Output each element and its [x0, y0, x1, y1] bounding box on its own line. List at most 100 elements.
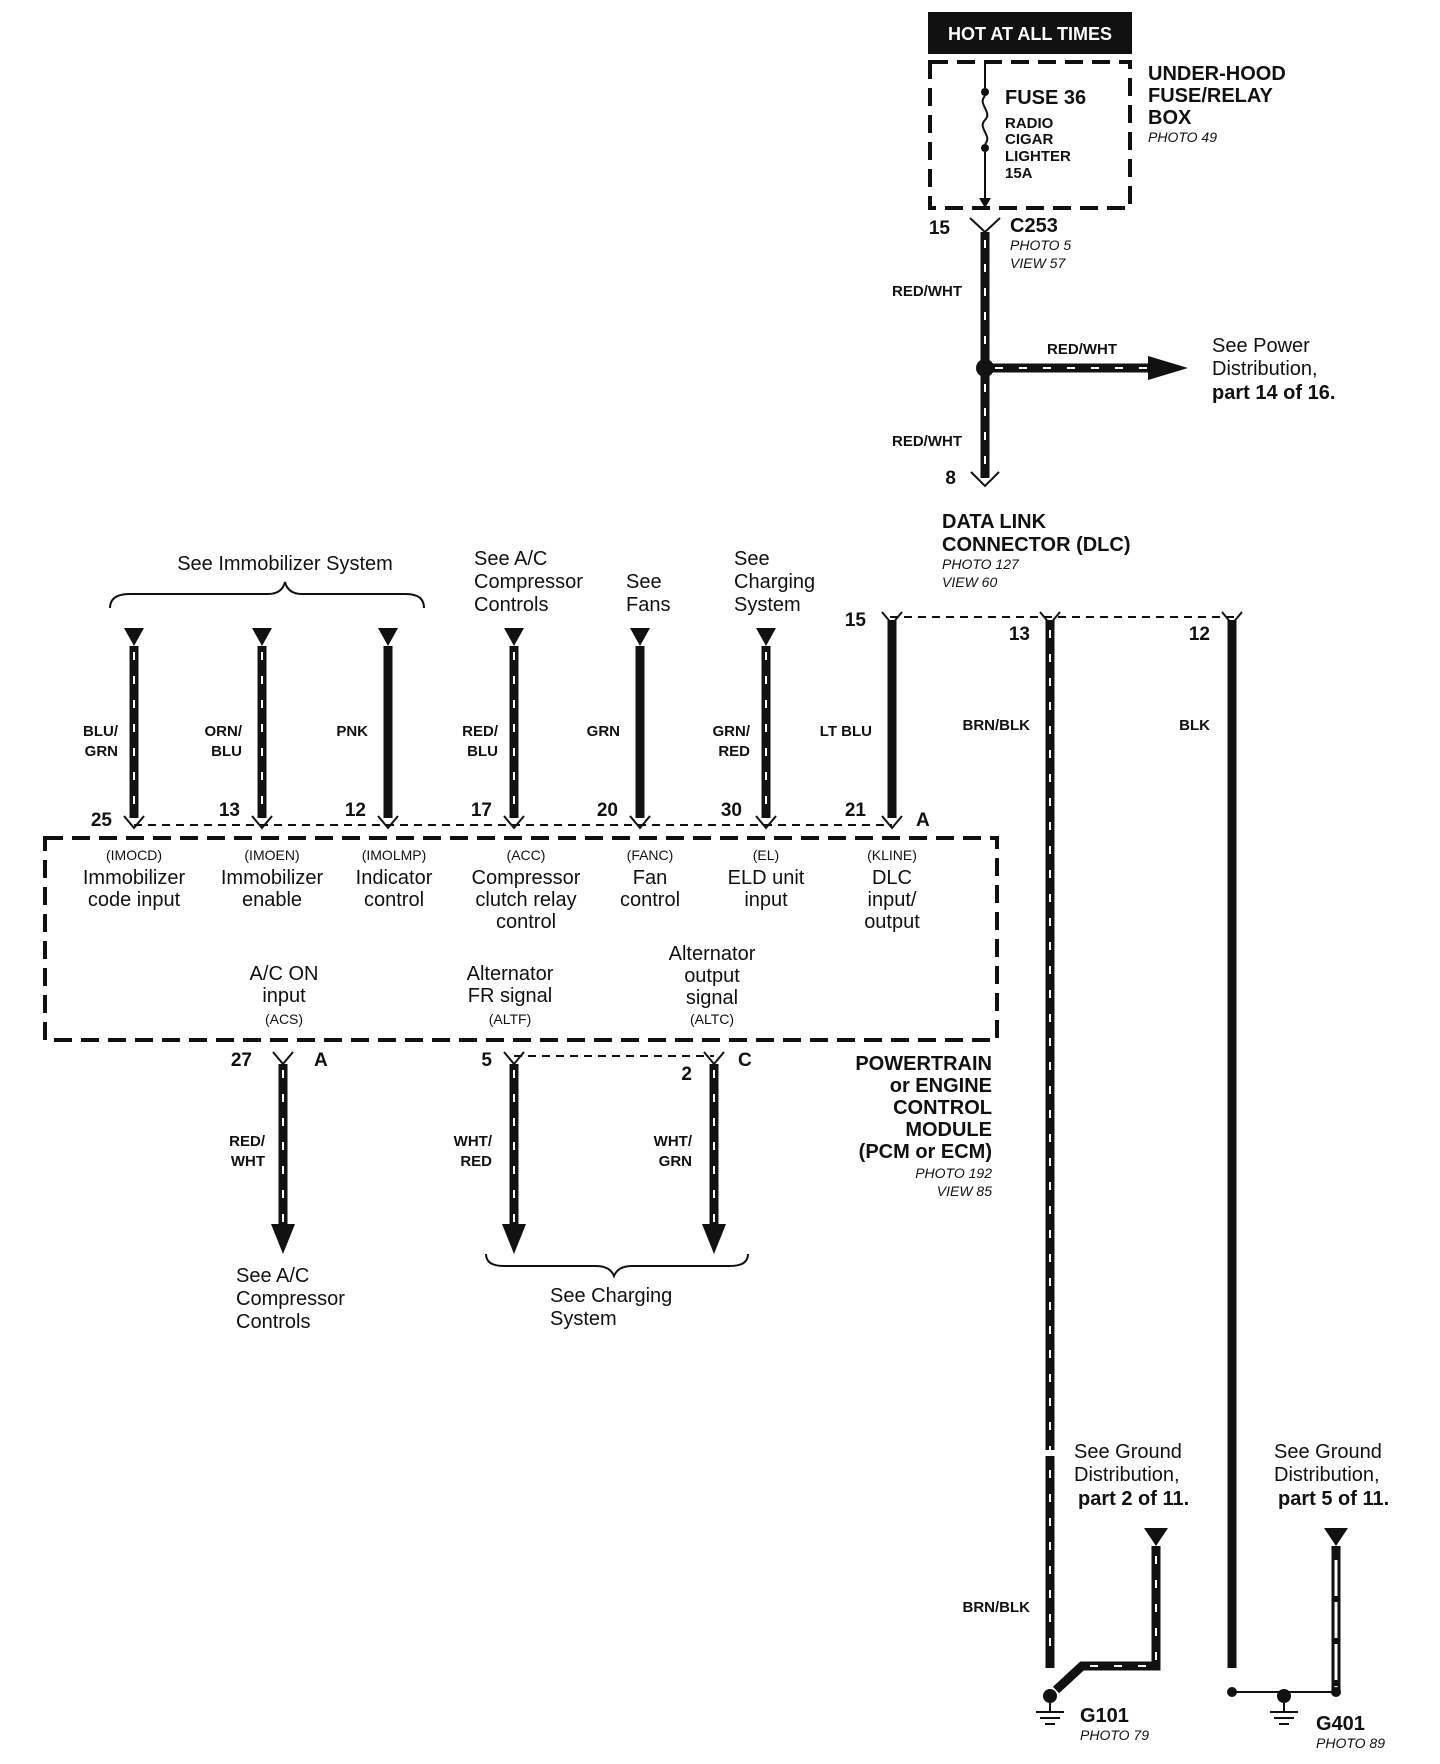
wire-color-17a: RED/: [462, 723, 499, 740]
wire-color-brn-blk-upper: BRN/BLK: [963, 717, 1031, 734]
fuse-desc-3: LIGHTER: [1005, 148, 1071, 165]
desc-imocd-2: code input: [88, 889, 181, 911]
desc-altc-3: signal: [686, 987, 738, 1009]
desc-kline-1: DLC: [872, 867, 912, 889]
bottom-ref-ac-2: Compressor: [236, 1288, 345, 1310]
desc-acc-1: Compressor: [472, 867, 581, 889]
desc-acs-1: A/C ON: [250, 963, 319, 985]
pin-2: 2: [681, 1064, 692, 1085]
wire-color-13a: ORN/: [205, 723, 243, 740]
ref-charging-1: See: [734, 548, 770, 570]
signal-imoen: (IMOEN): [244, 847, 299, 863]
g101-name: G101: [1080, 1705, 1129, 1727]
desc-kline-2: input/: [868, 889, 917, 911]
wire-label-red-wht-upper: RED/WHT: [892, 283, 962, 300]
dlc-pin-13: 13: [1009, 624, 1030, 645]
g401-return-wire: [1324, 1528, 1348, 1690]
pin-17: 17: [471, 800, 492, 821]
dlc-name-1: DATA LINK: [942, 511, 1047, 533]
g401-ref-1: See Ground: [1274, 1441, 1382, 1463]
bottom-wire-5: WHT/ RED: [454, 1064, 526, 1254]
signal-altf: (ALTF): [489, 1011, 532, 1027]
desc-el-1: ELD unit: [728, 867, 805, 889]
desc-imoen-1: Immobilizer: [221, 867, 324, 889]
pin-27: 27: [231, 1050, 252, 1071]
dlc-pin-15: 15: [845, 610, 867, 631]
ref-ac-2: Compressor: [474, 571, 583, 593]
ref-charging-2: Charging: [734, 571, 815, 593]
desc-fanc-1: Fan: [633, 867, 667, 889]
g401-ref-2: Distribution,: [1274, 1464, 1380, 1486]
ref-fans-1: See: [626, 571, 662, 593]
pcm-name-1: POWERTRAIN: [855, 1053, 992, 1075]
connector-a-bottom: A: [314, 1050, 328, 1071]
top-wire-13: ORN/ BLU 13: [205, 628, 272, 821]
wire-color-2b: GRN: [659, 1153, 692, 1170]
wire-color-30b: RED: [718, 743, 750, 760]
bottom-ref-charging-2: System: [550, 1308, 617, 1330]
signal-acs: (ACS): [265, 1011, 303, 1027]
desc-altf-2: FR signal: [468, 985, 552, 1007]
dlc-view: VIEW 60: [942, 574, 997, 590]
brace-immobilizer: [109, 581, 425, 609]
fuse-desc-2: CIGAR: [1005, 131, 1054, 148]
wire-color-13b: BLU: [211, 743, 242, 760]
g101-ref-3: part 2 of 11.: [1078, 1488, 1189, 1510]
connector-c: C: [738, 1050, 752, 1071]
ground-g101-icon: [1036, 1689, 1064, 1725]
signal-altc: (ALTC): [690, 1011, 734, 1027]
fuse-desc-1: RADIO: [1005, 115, 1054, 132]
pin-20: 20: [597, 800, 618, 821]
dlc-photo: PHOTO 127: [942, 556, 1020, 572]
hot-label-box: [928, 12, 1132, 54]
g401-ref-3: part 5 of 11.: [1278, 1488, 1389, 1510]
c253-view: VIEW 57: [1010, 255, 1066, 271]
fuse-box-name-3: BOX: [1148, 107, 1192, 129]
ref-fans-2: Fans: [626, 594, 670, 616]
top-wire-25: BLU/ GRN 25: [83, 628, 144, 831]
top-wire-17: RED/ BLU 17: [462, 628, 524, 821]
desc-el-2: input: [744, 889, 788, 911]
fuse-box-name-1: UNDER-HOOD: [1148, 63, 1286, 85]
pcm-name-5: (PCM or ECM): [859, 1141, 992, 1163]
c253-name: C253: [1010, 215, 1058, 237]
ref-ac-1: See A/C: [474, 548, 547, 570]
desc-kline-3: output: [864, 911, 920, 933]
top-wire-20: GRN 20: [587, 628, 650, 821]
signal-imolmp: (IMOLMP): [362, 847, 427, 863]
desc-imocd-1: Immobilizer: [83, 867, 186, 889]
power-ref-1: See Power: [1212, 335, 1310, 357]
bottom-wire-27: RED/ WHT: [229, 1064, 295, 1254]
fuse-relay-box-outline: [928, 60, 1132, 210]
hot-label: HOT AT ALL TIMES: [948, 24, 1112, 44]
pcm-box-outline: [43, 836, 999, 1042]
pcm-name-2: or ENGINE: [890, 1075, 992, 1097]
wire-color-12: PNK: [336, 723, 368, 740]
c253-pin: 15: [929, 218, 951, 239]
g101-return-wire: [1052, 1528, 1168, 1694]
top-wire-21: LT BLU 21: [820, 620, 897, 821]
fuse-box-photo: PHOTO 49: [1148, 129, 1217, 145]
signal-fanc: (FANC): [627, 847, 674, 863]
desc-imolmp-2: control: [364, 889, 424, 911]
g401-name: G401: [1316, 1713, 1365, 1735]
bottom-wire-2: WHT/ GRN: [654, 1064, 726, 1254]
pin-5: 5: [481, 1050, 492, 1071]
pcm-name-3: CONTROL: [893, 1097, 992, 1119]
signal-el: (EL): [753, 847, 779, 863]
pin-12: 12: [345, 800, 366, 821]
dlc-pin-12: 12: [1189, 624, 1210, 645]
c253-connector-mark: [969, 217, 1001, 234]
wire-color-27b: WHT: [231, 1153, 265, 1170]
ref-charging-3: System: [734, 594, 801, 616]
top-wire-30: GRN/ RED 30: [713, 628, 776, 821]
brace-charging: [485, 1253, 749, 1279]
wire-color-5b: RED: [460, 1153, 492, 1170]
dlc-name-2: CONNECTOR (DLC): [942, 534, 1131, 556]
c253-photo: PHOTO 5: [1010, 237, 1071, 253]
desc-acc-3: control: [496, 911, 556, 933]
wire-label-red-wht-lower: RED/WHT: [892, 433, 962, 450]
pin-13: 13: [219, 800, 240, 821]
wire-color-5a: WHT/: [454, 1133, 493, 1150]
